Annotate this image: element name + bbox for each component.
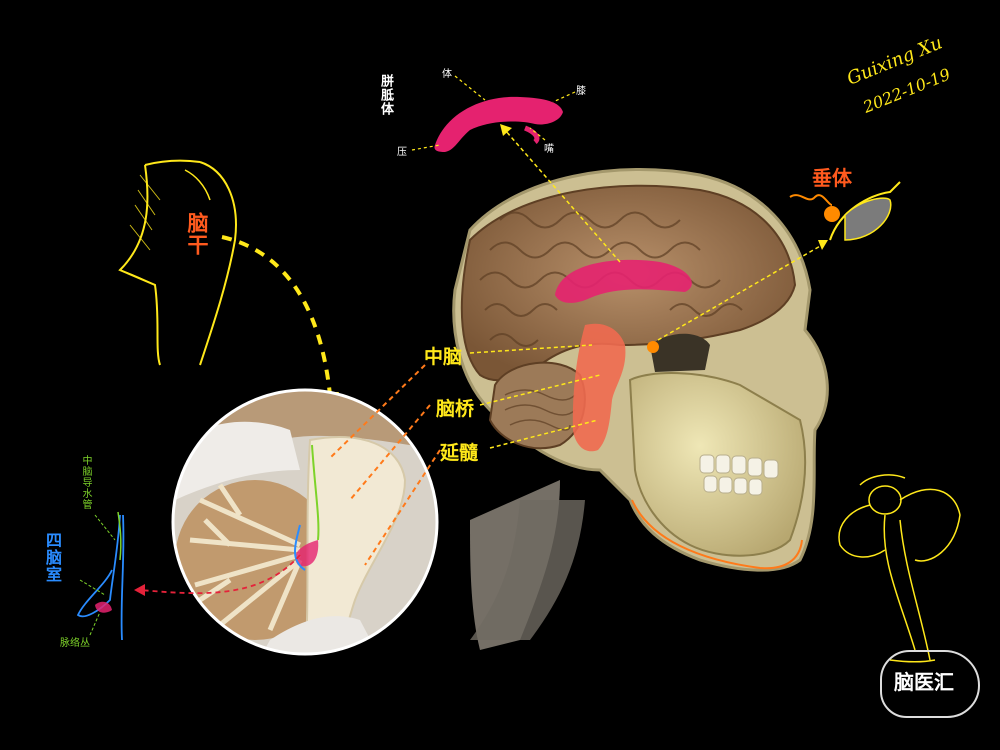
label-cc-genu: 膝 [576, 86, 586, 97]
brand-logo-text: 脑医汇 [894, 670, 954, 694]
label-aqueduct: 中脑导水管 [80, 455, 91, 510]
fourth-ventricle-outline-icon [76, 511, 125, 641]
label-medulla: 延髓 [440, 442, 479, 464]
brainstem-outline-icon [118, 159, 237, 366]
brand-logo: 脑医汇 [880, 650, 980, 718]
label-cc-rostrum: 嘴 [544, 144, 554, 155]
corpus-callosum-specimen [555, 259, 692, 303]
head-specimen [452, 168, 829, 650]
label-midbrain: 中脑 [424, 346, 463, 368]
label-corpus-callosum: 胼胝体 [378, 74, 393, 116]
brainstem-specimen [572, 323, 626, 452]
label-choroid-plexus: 脉络丛 [60, 638, 90, 649]
label-cc-splenium: 压 [397, 147, 407, 158]
yoga-figure-icon [838, 474, 961, 663]
label-brainstem: 脑干 [185, 212, 209, 256]
label-pons: 脑桥 [436, 398, 475, 420]
label-fourth-ventricle: 四脑室 [43, 532, 62, 583]
corpus-callosum-diagram [411, 75, 576, 152]
label-cc-body: 体 [442, 69, 452, 80]
pituitary-outline-icon [789, 181, 901, 241]
artist-signature: Guixing Xu 2022-10-19 [844, 32, 953, 117]
label-pituitary: 垂体 [812, 166, 852, 190]
